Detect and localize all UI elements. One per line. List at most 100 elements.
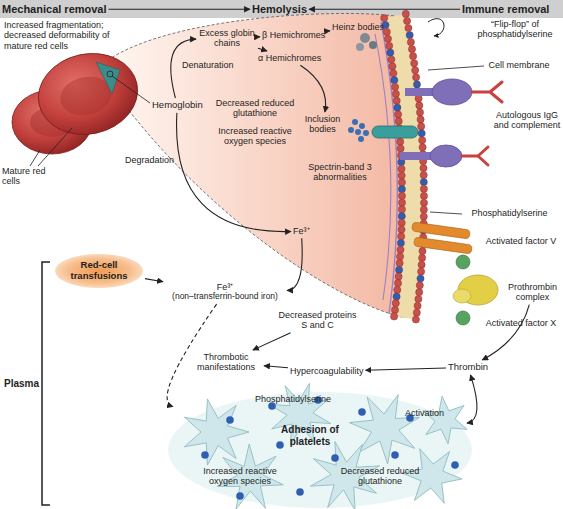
lipid-head [416,282,423,289]
lipid-head [381,15,388,22]
process-term: β Hemichromes [262,30,325,40]
antibody-symbol [462,147,488,165]
node-text: Inclusion bodies [300,114,345,135]
prothrombin-shape [453,289,471,303]
lipid-head [394,286,401,293]
lipid-head [408,46,415,53]
arrow-connector [145,279,163,282]
arrow-connector [253,333,291,350]
lipid-head [417,275,424,282]
lipid-head [418,261,425,268]
process-term: Thrombotic manifestations [190,352,262,373]
heinz-body [369,41,377,49]
header-term: Hemolysis [252,3,307,16]
header-bar [0,0,563,18]
lipid-head [413,309,420,316]
annotation: Phosphatidylserine [462,208,557,218]
lipid-head [398,186,405,193]
lipid-head [398,192,405,199]
lipid-head [398,172,405,179]
platelet-field [168,392,472,508]
arrow-connector [300,65,325,112]
lipid-head [420,185,427,192]
lipid-head [389,63,396,70]
process-term: Inclusion bodies [300,114,345,135]
heinz-body [360,33,370,43]
lipid-head [420,172,427,179]
lipid-head [418,268,425,275]
lipid-head [386,42,393,49]
lipid-head [420,192,427,199]
lipid-head [397,145,404,152]
lipid-head [413,74,420,81]
node-text: Increased reactive oxygen species [195,466,285,487]
phosphatidylserine-dot [296,488,304,496]
node-text: Adhesion of platelets [275,424,345,447]
inclusion-dot [363,130,369,136]
lipid-head [393,97,400,104]
lipid-head [420,199,427,206]
lipid-head [420,213,427,220]
platelet-cluster [184,383,467,509]
node-text: Red-cell transfusions [59,260,139,282]
inclusion-dot [359,123,365,129]
arrow-connector [366,368,447,370]
lipid-head [388,56,395,63]
lipid-head [398,233,405,240]
lipid-head [416,109,423,116]
glycoprotein-stalk [405,88,435,96]
node-text: Decreased proteins S and C [275,310,360,331]
phosphatidylserine-dot [236,492,244,500]
process-term: Heinz bodies [332,22,384,32]
node-text: Phosphatidylserine [255,394,331,404]
node-text: Hemolysis [252,3,307,16]
lipid-head [398,219,405,226]
inclusion-dot [358,136,364,142]
phosphatidylserine-dot [226,416,234,424]
lipid-head [396,260,403,267]
lipid-head [390,70,397,77]
header-term: Immune removal [462,3,549,16]
node-text: Excess globin chains [198,28,256,49]
spectrin-fiber [375,34,391,300]
node-text: β Hemichromes [262,30,325,40]
node-text: Immune removal [462,3,549,16]
platelet [423,396,467,444]
lipid-head [404,17,411,24]
lipid-head [391,306,398,313]
process-term: Prothrombin complex [505,282,560,303]
edge-label: Activation [405,408,444,418]
arrow-connector [287,238,302,290]
platelet [184,399,249,465]
lipid-head [391,313,398,320]
node-text: Mechanical removal [2,3,107,16]
node-text: Fe³⁺ [293,226,310,236]
leader-line [38,128,72,166]
lipid-head [395,111,402,118]
transfusion-glow: Red-cell transfusions [55,254,143,288]
lipid-head [407,39,414,46]
lipid-head [411,60,418,67]
lipid-head [387,49,394,56]
lipid-head [392,90,399,97]
leader-line [30,150,40,166]
lipid-head [412,67,419,74]
lipid-head [412,316,419,323]
lipid-head [396,266,403,273]
phosphatidylserine-dot [276,441,284,449]
lipid-head [398,213,405,220]
arrow-connector [109,9,250,10]
glycoprotein [432,79,472,105]
platelet [269,383,330,444]
node-text: (non–transferrin-bound iron) [165,292,285,302]
iron-term: Fe³⁺ [293,226,310,236]
node-text: Hypercoagulability [290,366,364,376]
phosphatidylserine-dot [331,454,339,462]
lipid-head [397,253,404,260]
process-term: Hypercoagulability [290,366,364,376]
heinz-body [356,43,364,51]
lipid-head [416,289,423,296]
lipid-head [416,102,423,109]
edge-label: Denaturation [182,60,234,70]
